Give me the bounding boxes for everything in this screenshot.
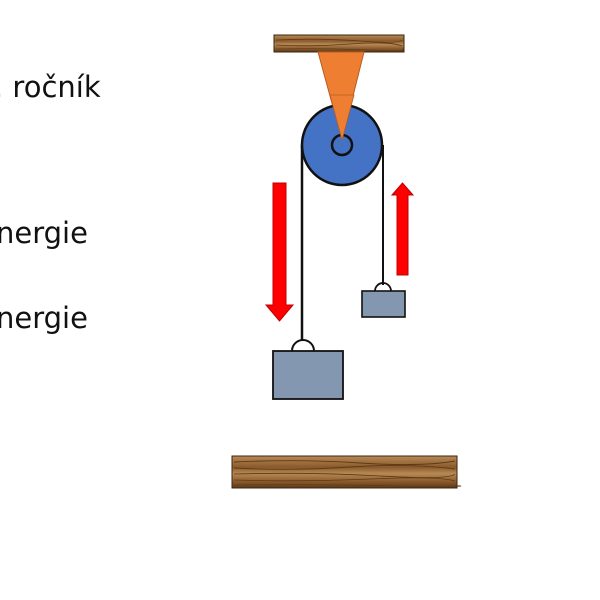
wooden-floor-plank-icon: [231, 455, 462, 489]
light-weight-block-icon: [361, 282, 406, 318]
wooden-ceiling-beam-icon: [273, 34, 405, 53]
text-line-rocnik: . ročník: [0, 70, 101, 104]
text-line-energie-2: nergie: [0, 301, 88, 335]
arrow-down-icon: [264, 182, 295, 322]
triangle-support-tip: [329, 94, 355, 142]
pulley-wheel-icon: [300, 103, 384, 187]
heavy-weight-block-icon: [272, 339, 344, 400]
text-line-energie-1: nergie: [0, 216, 88, 250]
arrow-up-icon: [390, 182, 415, 276]
